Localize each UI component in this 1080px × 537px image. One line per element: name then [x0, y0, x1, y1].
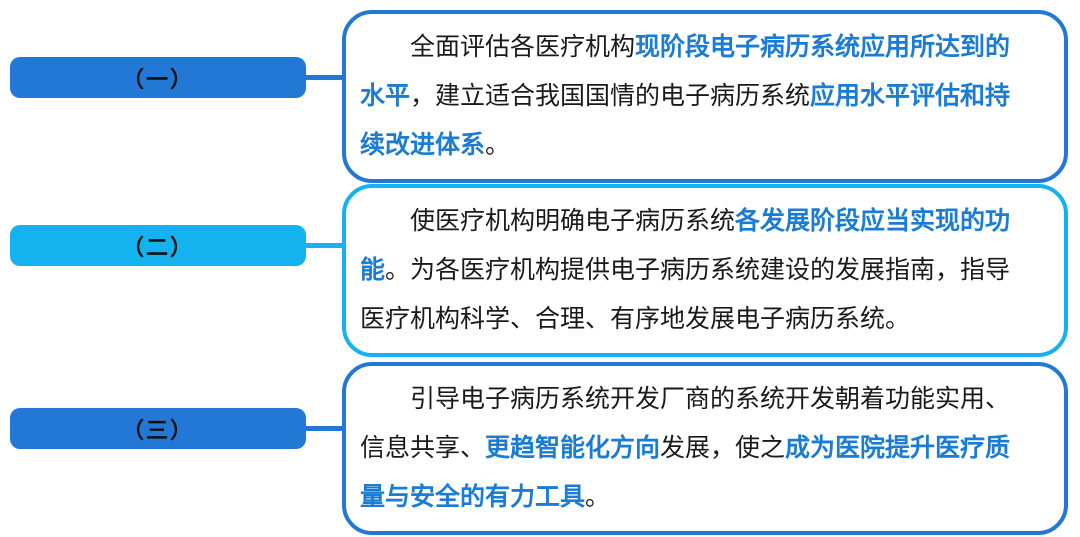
row-2-connector-line	[304, 243, 344, 248]
row-2-label: （二）	[121, 234, 194, 260]
row-1-paragraph: 全面评估各医疗机构现阶段电子病历系统应用所达到的水平，建立适合我国国情的电子病历…	[360, 33, 1011, 159]
row-2-paragraph: 使医疗机构明确电子病历系统各发展阶段应当实现的功能。为各医疗机构提供电子病历系统…	[360, 207, 1011, 333]
row-1-label: （一）	[121, 66, 194, 92]
row-1-connector-line	[304, 75, 344, 80]
row-3-label: （三）	[121, 417, 194, 443]
row-3-paragraph: 引导电子病历系统开发厂商的系统开发朝着功能实用、信息共享、更趋智能化方向发展，使…	[360, 385, 1011, 511]
row-2-label-pill: （二）	[10, 225, 306, 266]
row-3-label-pill: （三）	[10, 408, 306, 449]
row-1-callout-box: 全面评估各医疗机构现阶段电子病历系统应用所达到的水平，建立适合我国国情的电子病历…	[342, 10, 1068, 183]
row-3-connector-line	[304, 426, 344, 431]
row-3-callout-box: 引导电子病历系统开发厂商的系统开发朝着功能实用、信息共享、更趋智能化方向发展，使…	[342, 362, 1068, 535]
row-1-label-pill: （一）	[10, 57, 306, 98]
row-2-callout-box: 使医疗机构明确电子病历系统各发展阶段应当实现的功能。为各医疗机构提供电子病历系统…	[342, 184, 1068, 357]
